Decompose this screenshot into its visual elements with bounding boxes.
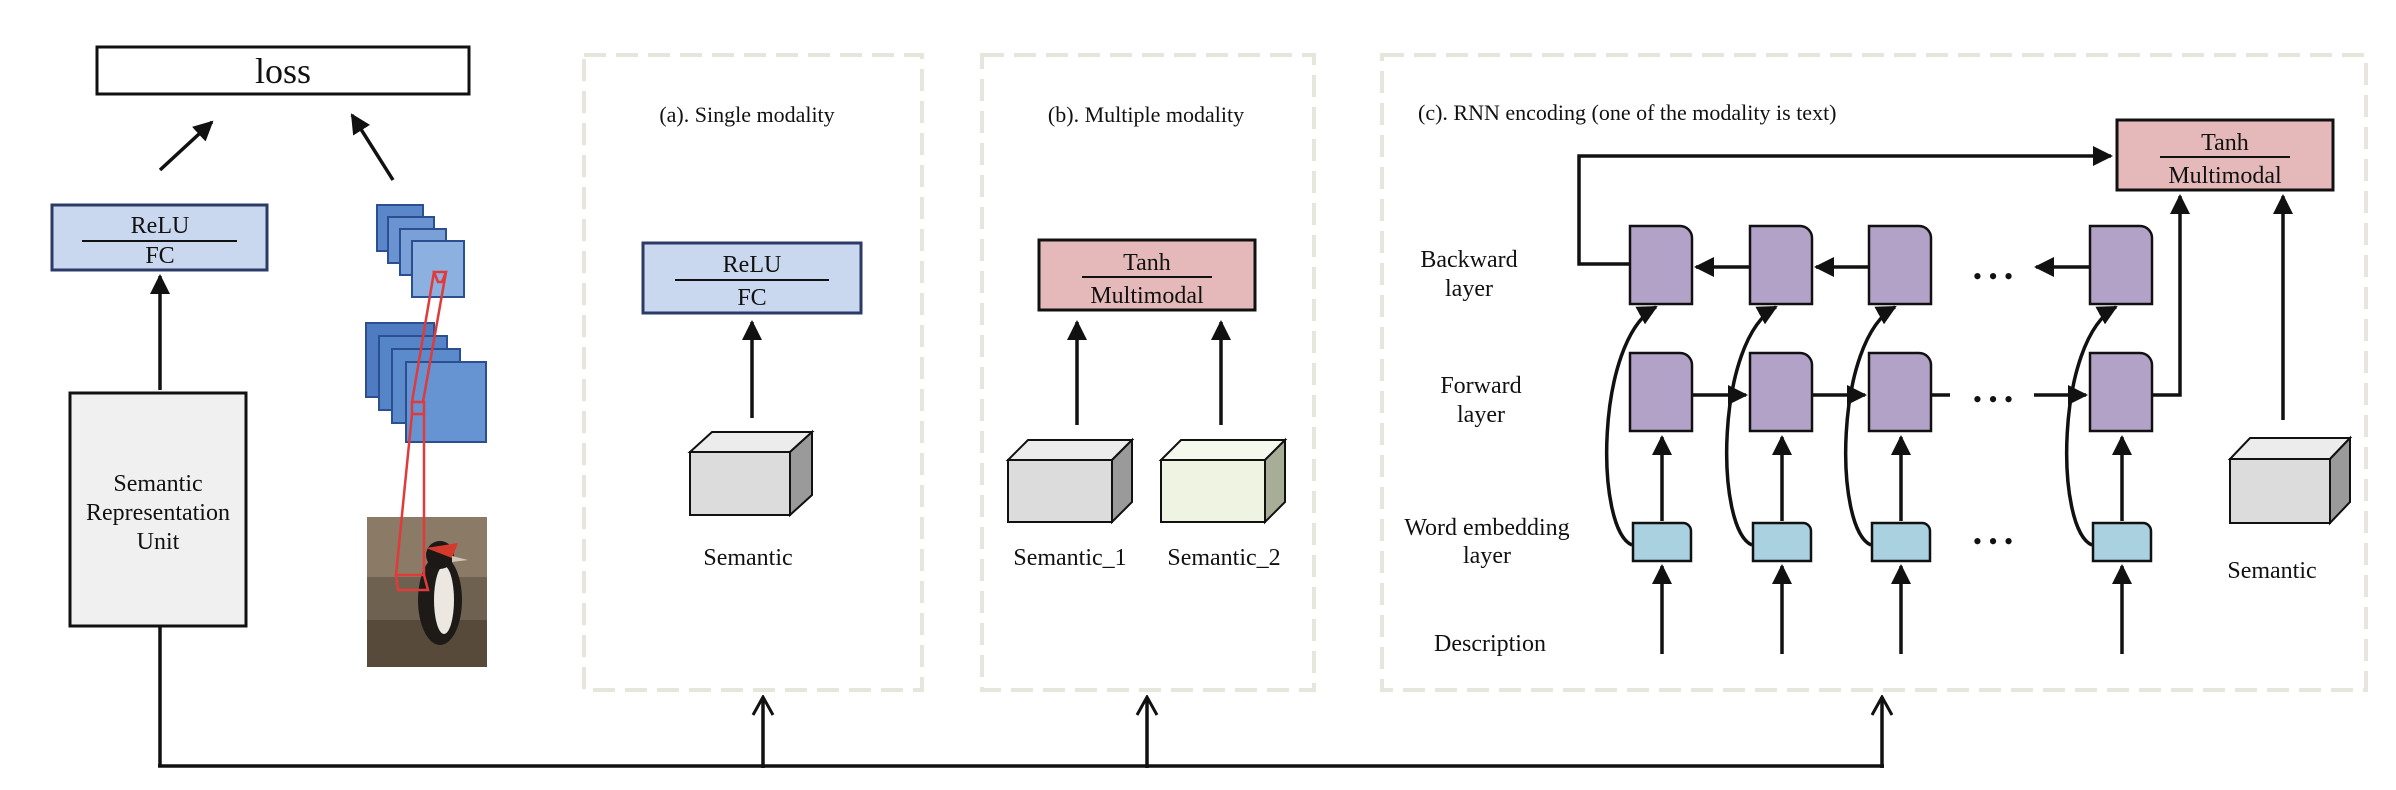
embedding-layer-label-2: layer: [1463, 543, 1511, 569]
forward-cells: [1628, 351, 2154, 433]
panel-a-semantic-label: Semantic: [703, 545, 792, 571]
panel-a-fc: FC: [737, 285, 766, 311]
tanh-multimodal-box-b: Tanh Multimodal: [1037, 238, 1257, 312]
panel-b-semantic2-label: Semantic_2: [1167, 545, 1280, 571]
relu-fc-box-a: ReLU FC: [641, 241, 863, 315]
panel-rnn-encoding: (c). RNN encoding (one of the modality i…: [1380, 53, 2368, 692]
panel-c-title: (c). RNN encoding (one of the modality i…: [1418, 100, 1837, 125]
bird-image: [367, 517, 487, 667]
loss-label: loss: [255, 51, 311, 91]
embedding-ellipsis: • • •: [1973, 527, 2013, 556]
sru-line2: Representation: [86, 500, 230, 526]
forward-layer-label-2: layer: [1457, 402, 1505, 428]
panel-b-tanh: Tanh: [1123, 250, 1171, 276]
sru-line1: Semantic: [113, 471, 202, 497]
relu-fc-box-left: ReLU FC: [50, 203, 269, 272]
panel-single-modality: (a). Single modality ReLU FC Semantic: [582, 53, 924, 692]
backward-layer-label-2: layer: [1445, 276, 1493, 302]
semantic2-cube: [1158, 437, 1288, 525]
panel-b-semantic1-label: Semantic_1: [1013, 545, 1126, 571]
semantic-cube-c: [2227, 435, 2353, 526]
curved-arrows: [1604, 305, 2118, 547]
forward-ellipsis: • • •: [1973, 385, 2013, 414]
semantic-representation-unit: Semantic Representation Unit: [68, 391, 248, 628]
vertical-arrows: [1652, 435, 2132, 654]
arrow-backward-to-multimodal: [1577, 146, 2113, 266]
embedding-cells: [1631, 521, 2153, 563]
arrow-forward-to-multimodal: [2152, 194, 2190, 397]
panel-c-tanh: Tanh: [2201, 130, 2249, 156]
embedding-layer-label-1: Word embedding: [1404, 515, 1569, 541]
panel-a-title: (a). Single modality: [659, 102, 834, 127]
panel-b-title: (b). Multiple modality: [1048, 102, 1244, 127]
arrow-fc-to-loss: [158, 120, 214, 172]
sru-line3: Unit: [137, 529, 180, 555]
relu-label: ReLU: [131, 213, 190, 239]
loss-box: loss: [95, 45, 471, 96]
bottom-connection: [158, 626, 1884, 768]
forward-layer-label-1: Forward: [1440, 373, 1521, 399]
description-label: Description: [1434, 631, 1546, 657]
semantic1-cube: [1005, 437, 1135, 525]
semantic-cube-a: [687, 429, 815, 518]
panel-b-multimodal: Multimodal: [1090, 283, 1204, 309]
backward-ellipsis: • • •: [1973, 262, 2013, 291]
panel-c-multimodal: Multimodal: [2168, 163, 2282, 189]
cnn-small-stack: [376, 204, 465, 298]
arrow-cnn-to-loss: [350, 113, 395, 181]
tanh-multimodal-box-c: Tanh Multimodal: [2115, 118, 2335, 192]
backward-cells: [1628, 224, 2154, 306]
receptive-field-lines: [394, 270, 448, 592]
backward-layer-label-1: Backward: [1420, 247, 1517, 273]
fc-label: FC: [145, 243, 174, 269]
panel-a-relu: ReLU: [723, 252, 782, 278]
panel-c-semantic-label: Semantic: [2227, 558, 2316, 584]
panel-multiple-modality: (b). Multiple modality Tanh Multimodal S…: [980, 53, 1316, 692]
